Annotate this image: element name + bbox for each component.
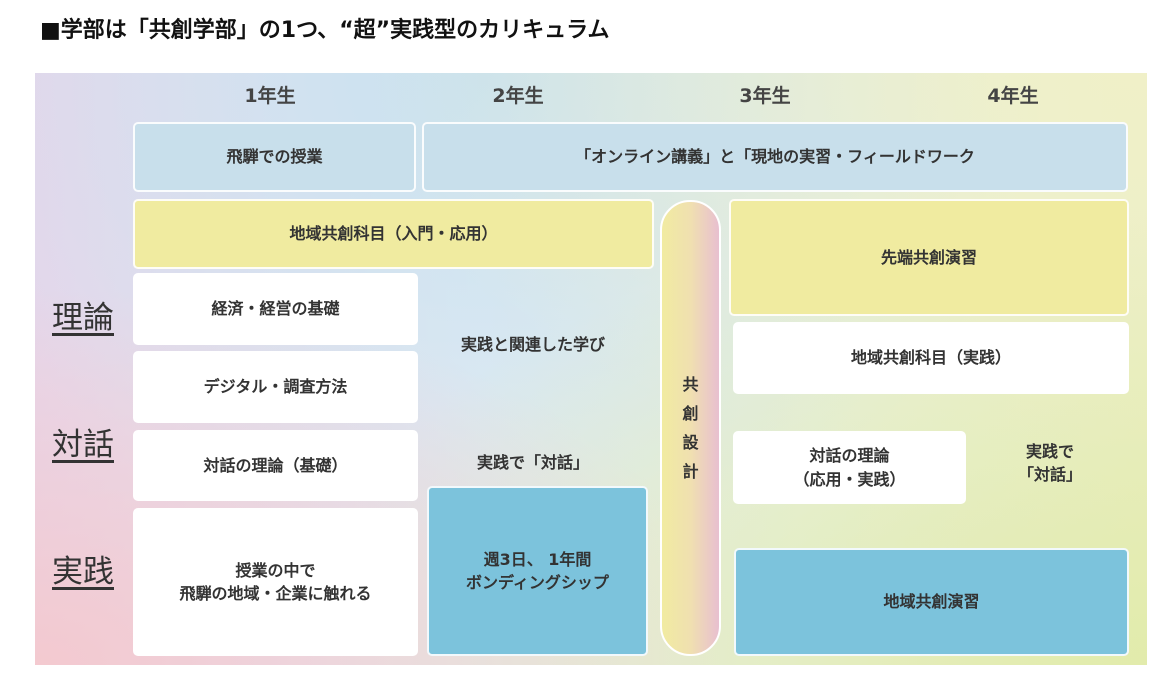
label-dialogue: 対話 (52, 426, 114, 463)
box-regional-seminar: 地域共創演習 (734, 548, 1129, 656)
box-intro-regional-subjects: 地域共創科目（入門・応用） (133, 199, 654, 269)
box-hida-classes: 飛騨での授業 (133, 122, 416, 192)
box-bondingship: 週3日、 1年間 ボンディングシップ (427, 486, 648, 656)
box-economics: 経済・経営の基礎 (133, 273, 418, 345)
year-2-header: 2年生 (492, 85, 544, 108)
year-1-header: 1年生 (244, 85, 296, 108)
box-digital: デジタル・調査方法 (133, 351, 418, 423)
dialogue-practice-y4-line2: 「対話」 (1017, 465, 1082, 484)
bonding-line2: ボンディングシップ (466, 573, 609, 592)
pillar-char: 共 (682, 374, 699, 394)
year-3-header: 3年生 (739, 85, 791, 108)
local-line1: 授業の中で (235, 560, 316, 580)
box-dialogue-applied: 対話の理論 （応用・実践） (733, 431, 966, 504)
text-dialogue-practice-y4: 実践で 「対話」 (990, 435, 1110, 491)
box-dialogue-basic: 対話の理論（基礎） (133, 430, 418, 501)
box-applied-regional-subjects: 地域共創科目（実践） (733, 322, 1129, 394)
box-online-fieldwork: 「オンライン講義」と「現地の実習・フィールドワーク (422, 122, 1128, 192)
pillar-char: 創 (682, 403, 699, 423)
label-theory: 理論 (52, 299, 114, 336)
pillar-char: 計 (682, 462, 699, 482)
label-practice: 実践 (52, 553, 114, 590)
box-advanced-seminar: 先端共創演習 (729, 199, 1129, 316)
co-creation-design-pillar: 共 創 設 計 (660, 200, 721, 656)
dialogue-applied-line1: 対話の理論 (809, 446, 890, 466)
dialogue-practice-y4-line1: 実践で (1025, 441, 1074, 461)
text-related-learning: 実践と関連した学び (460, 335, 605, 355)
year-4-header: 4年生 (987, 85, 1039, 108)
bonding-line1: 週3日、 1年間 (483, 549, 592, 569)
page-title: ■学部は「共創学部」の1つ、“超”実践型のカリキュラム (40, 18, 610, 43)
text-dialogue-practice-y2: 実践で「対話」 (476, 453, 589, 473)
dialogue-applied-line2: （応用・実践） (793, 469, 906, 489)
pillar-char: 設 (682, 433, 699, 452)
local-line2: 飛騨の地域・企業に触れる (179, 584, 372, 603)
box-local-exposure: 授業の中で 飛騨の地域・企業に触れる (133, 508, 418, 656)
